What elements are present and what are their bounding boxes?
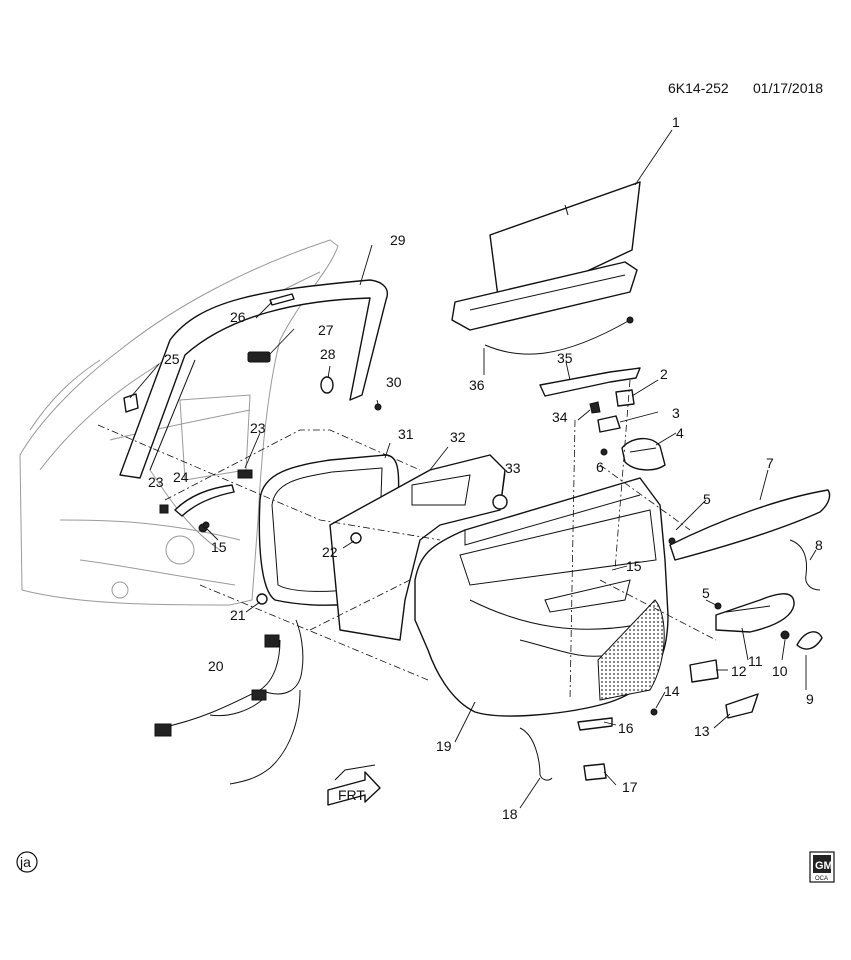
gm-logo-text: GM	[815, 860, 833, 872]
grommet	[492, 494, 508, 510]
callout-27: 27	[318, 322, 334, 338]
door-switch	[689, 659, 719, 683]
door-trim-panel	[414, 477, 669, 717]
switch-bezel	[725, 693, 759, 719]
trim-screw	[650, 708, 658, 716]
door-window-frame	[119, 279, 388, 479]
callout-12: 12	[731, 663, 747, 679]
callout-19: 19	[436, 738, 452, 754]
callout-22: 22	[322, 544, 338, 560]
window-switch-bezel	[539, 367, 641, 397]
armrest-pad	[669, 489, 831, 561]
callout-9: 9	[806, 691, 814, 707]
callout-14: 14	[664, 683, 680, 699]
callout-26: 26	[230, 309, 246, 325]
trim-clip	[202, 521, 210, 529]
gm-logo: GM OCA	[809, 851, 835, 883]
frame-hardware	[247, 293, 382, 411]
wiring-harness	[154, 619, 304, 785]
callout-24: 24	[173, 469, 189, 485]
callout-4: 4	[676, 425, 684, 441]
callout-15b: 15	[211, 539, 227, 555]
callout-11: 11	[748, 653, 763, 669]
callout-8: 8	[815, 537, 823, 553]
callout-17: 17	[622, 779, 638, 795]
callout-32: 32	[450, 429, 466, 445]
callout-23b: 23	[148, 474, 164, 490]
assembly-lines	[97, 379, 717, 701]
callout-31: 31	[398, 426, 414, 442]
shade-cable	[484, 319, 631, 355]
callout-28: 28	[320, 346, 336, 362]
callout-20: 20	[208, 658, 224, 674]
speaker-wire	[789, 539, 821, 591]
inside-handle	[621, 438, 666, 471]
courtesy-lamp	[577, 717, 613, 731]
callout-7: 7	[766, 455, 774, 471]
callout-21: 21	[230, 607, 246, 623]
callout-2: 2	[660, 366, 668, 382]
callout-5a: 5	[703, 491, 711, 507]
callout-23a: 23	[250, 420, 266, 436]
callout-10: 10	[772, 663, 788, 679]
callout-labels: 1 2 3 4 5 5 6 7 8 9 10 11 12 13 14 15 15…	[148, 114, 823, 822]
leader-lines	[129, 129, 817, 809]
callout-25: 25	[164, 351, 180, 367]
callout-5b: 5	[702, 585, 710, 601]
door-clip	[256, 593, 268, 605]
callout-30: 30	[386, 374, 402, 390]
trim-grommet	[350, 532, 362, 544]
callout-1: 1	[672, 114, 680, 130]
water-deflector	[329, 454, 506, 641]
front-arrow: FRT	[327, 764, 381, 806]
front-arrow-label: FRT	[338, 787, 365, 803]
callout-16: 16	[618, 720, 634, 736]
callout-6: 6	[596, 459, 604, 475]
window-shade	[451, 181, 641, 331]
callout-18: 18	[502, 806, 518, 822]
callout-15a: 15	[626, 558, 642, 574]
handle-escutcheon	[668, 537, 823, 650]
footer-badge-text: ja	[19, 854, 31, 870]
handle-brackets	[159, 469, 253, 533]
callout-3: 3	[672, 405, 680, 421]
callout-36: 36	[469, 377, 485, 393]
lamp-wire	[519, 727, 553, 781]
diagram-date: 01/17/2018	[753, 80, 823, 96]
callout-35: 35	[557, 350, 573, 366]
small-clips	[589, 389, 635, 456]
callout-34: 34	[552, 409, 568, 425]
callout-33: 33	[505, 460, 521, 476]
gm-logo-subtext: OCA	[815, 876, 828, 882]
callout-29: 29	[390, 232, 406, 248]
diagram-code: 6K14-252	[668, 80, 729, 96]
footer-badge: ja	[16, 851, 38, 873]
callout-13: 13	[694, 723, 710, 739]
puddle-lamp	[583, 763, 607, 781]
